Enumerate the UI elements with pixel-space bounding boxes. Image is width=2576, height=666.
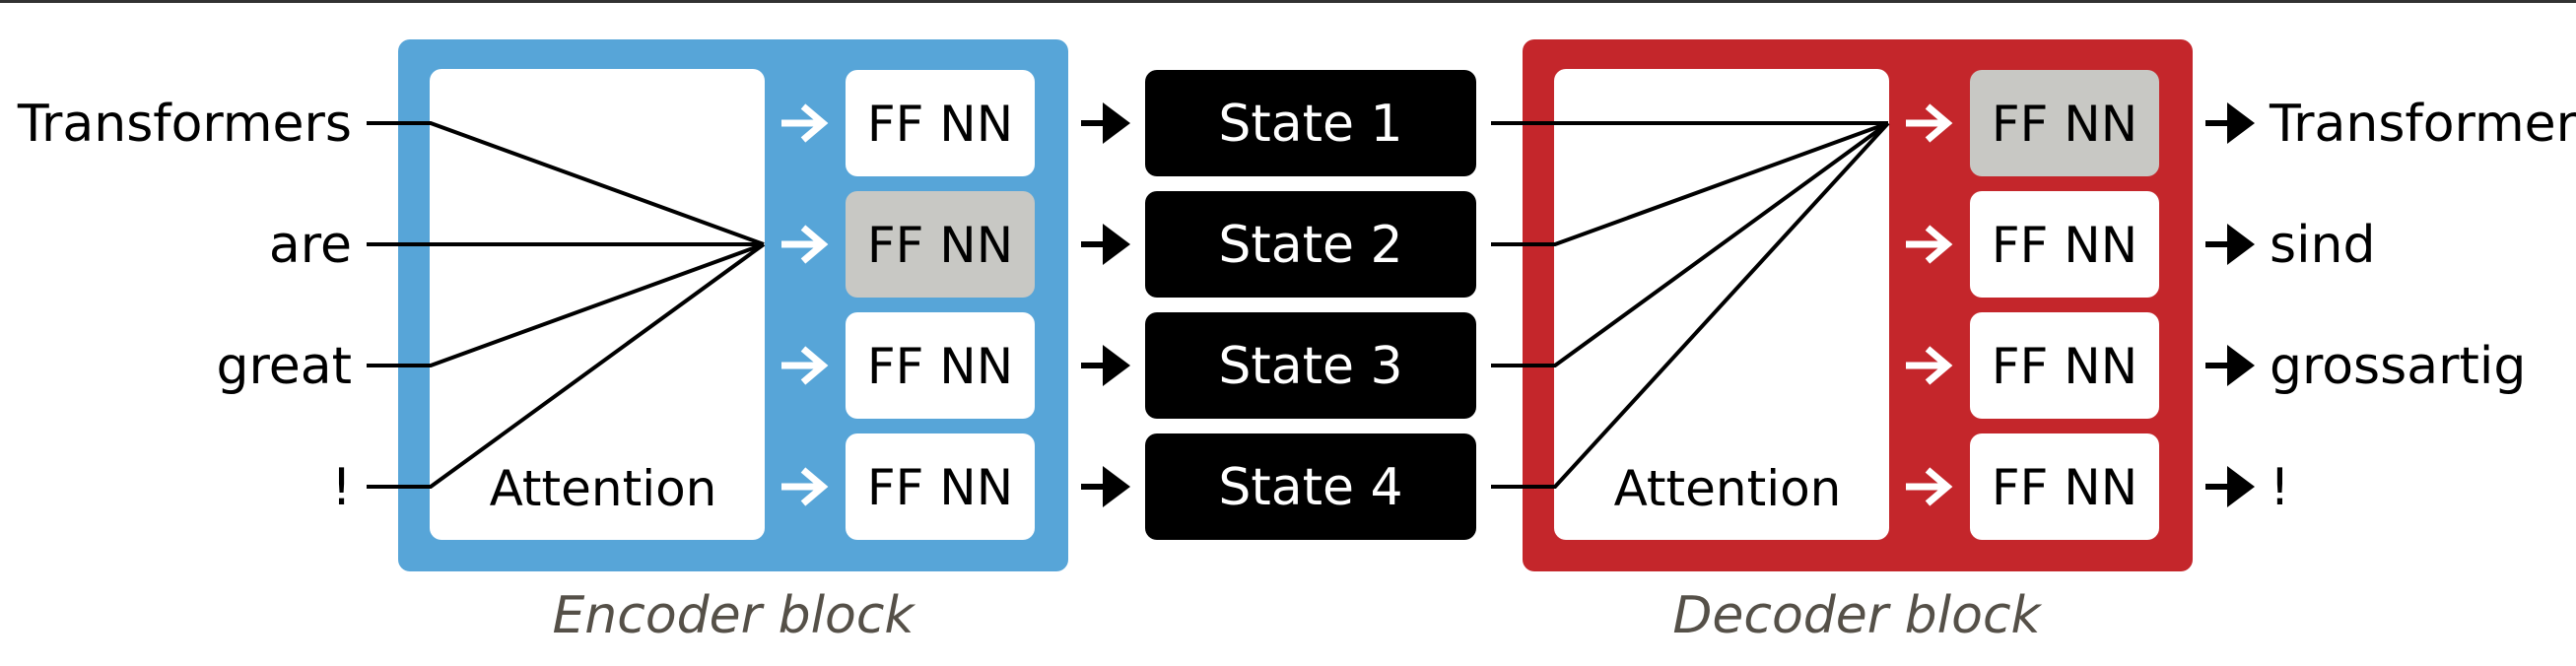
decoder-white-arrow xyxy=(1906,346,1953,385)
encoder-attention-line xyxy=(367,242,765,367)
state-box xyxy=(1145,312,1476,419)
output-token: ! xyxy=(2270,458,2290,517)
encoder-white-arrow xyxy=(781,225,829,264)
decoder-attention-line xyxy=(1491,121,1889,246)
decoder-ffnn-box xyxy=(1970,312,2159,419)
decoder-ffnn-box xyxy=(1970,433,2159,540)
encoder-to-state-arrow xyxy=(1081,345,1130,386)
output-arrow xyxy=(2205,224,2255,265)
encoder-ffnn-label: FF NN xyxy=(867,459,1013,516)
state-box xyxy=(1145,191,1476,298)
output-token: sind xyxy=(2270,216,2376,275)
input-token: are xyxy=(269,216,352,275)
decoder-ffnn-label: FF NN xyxy=(1992,459,2137,516)
encoder-ffnn-label: FF NN xyxy=(867,338,1013,395)
encoder-attention-label: Attention xyxy=(490,460,717,517)
decoder-ffnn-label: FF NN xyxy=(1992,338,2137,395)
encoder-white-arrow xyxy=(781,346,829,385)
state-label: State 4 xyxy=(1218,458,1402,517)
decoder-ffnn-label: FF NN xyxy=(1992,217,2137,274)
input-token: Transformers xyxy=(17,95,352,154)
encoder-ffnn-label: FF NN xyxy=(867,96,1013,153)
encoder-ffnn-box xyxy=(846,70,1035,176)
state-box xyxy=(1145,433,1476,540)
decoder-white-arrow xyxy=(1906,467,1953,506)
state-label: State 2 xyxy=(1218,216,1402,275)
encoder-ffnn-box xyxy=(846,433,1035,540)
encoder-to-state-arrow xyxy=(1081,102,1130,144)
encoder-white-arrow xyxy=(781,103,829,143)
output-token: Transformer xyxy=(2269,95,2576,154)
top-rule xyxy=(0,0,2576,3)
decoder-attention-line xyxy=(1491,121,1890,367)
encoder-ffnn-label: FF NN xyxy=(867,217,1013,274)
decoder-caption: Decoder block xyxy=(1672,586,2042,645)
decoder-ffnn-box xyxy=(1970,70,2159,176)
output-token: grossartig xyxy=(2270,337,2526,396)
decoder-attention-label: Attention xyxy=(1614,460,1842,517)
encoder-to-state-arrow xyxy=(1081,224,1130,265)
state-box xyxy=(1145,70,1476,176)
encoder-caption: Encoder block xyxy=(552,586,915,645)
output-arrow xyxy=(2205,345,2255,386)
encoder-ffnn-box xyxy=(846,191,1035,298)
state-label: State 3 xyxy=(1218,337,1402,396)
input-token: great xyxy=(217,337,353,396)
encoder-ffnn-box xyxy=(846,312,1035,419)
decoder-white-arrow xyxy=(1906,103,1953,143)
output-arrow xyxy=(2205,102,2255,144)
decoder-white-arrow xyxy=(1906,225,1953,264)
encoder-attention-line xyxy=(367,121,765,246)
decoder-ffnn-box xyxy=(1970,191,2159,298)
encoder-white-arrow xyxy=(781,467,829,506)
encoder-attention-line xyxy=(367,242,766,489)
state-label: State 1 xyxy=(1218,95,1402,154)
decoder-ffnn-label: FF NN xyxy=(1992,96,2137,153)
input-token: ! xyxy=(331,458,352,517)
encoder-to-state-arrow xyxy=(1081,466,1130,507)
output-arrow xyxy=(2205,466,2255,507)
decoder-attention-line xyxy=(1491,121,1890,489)
